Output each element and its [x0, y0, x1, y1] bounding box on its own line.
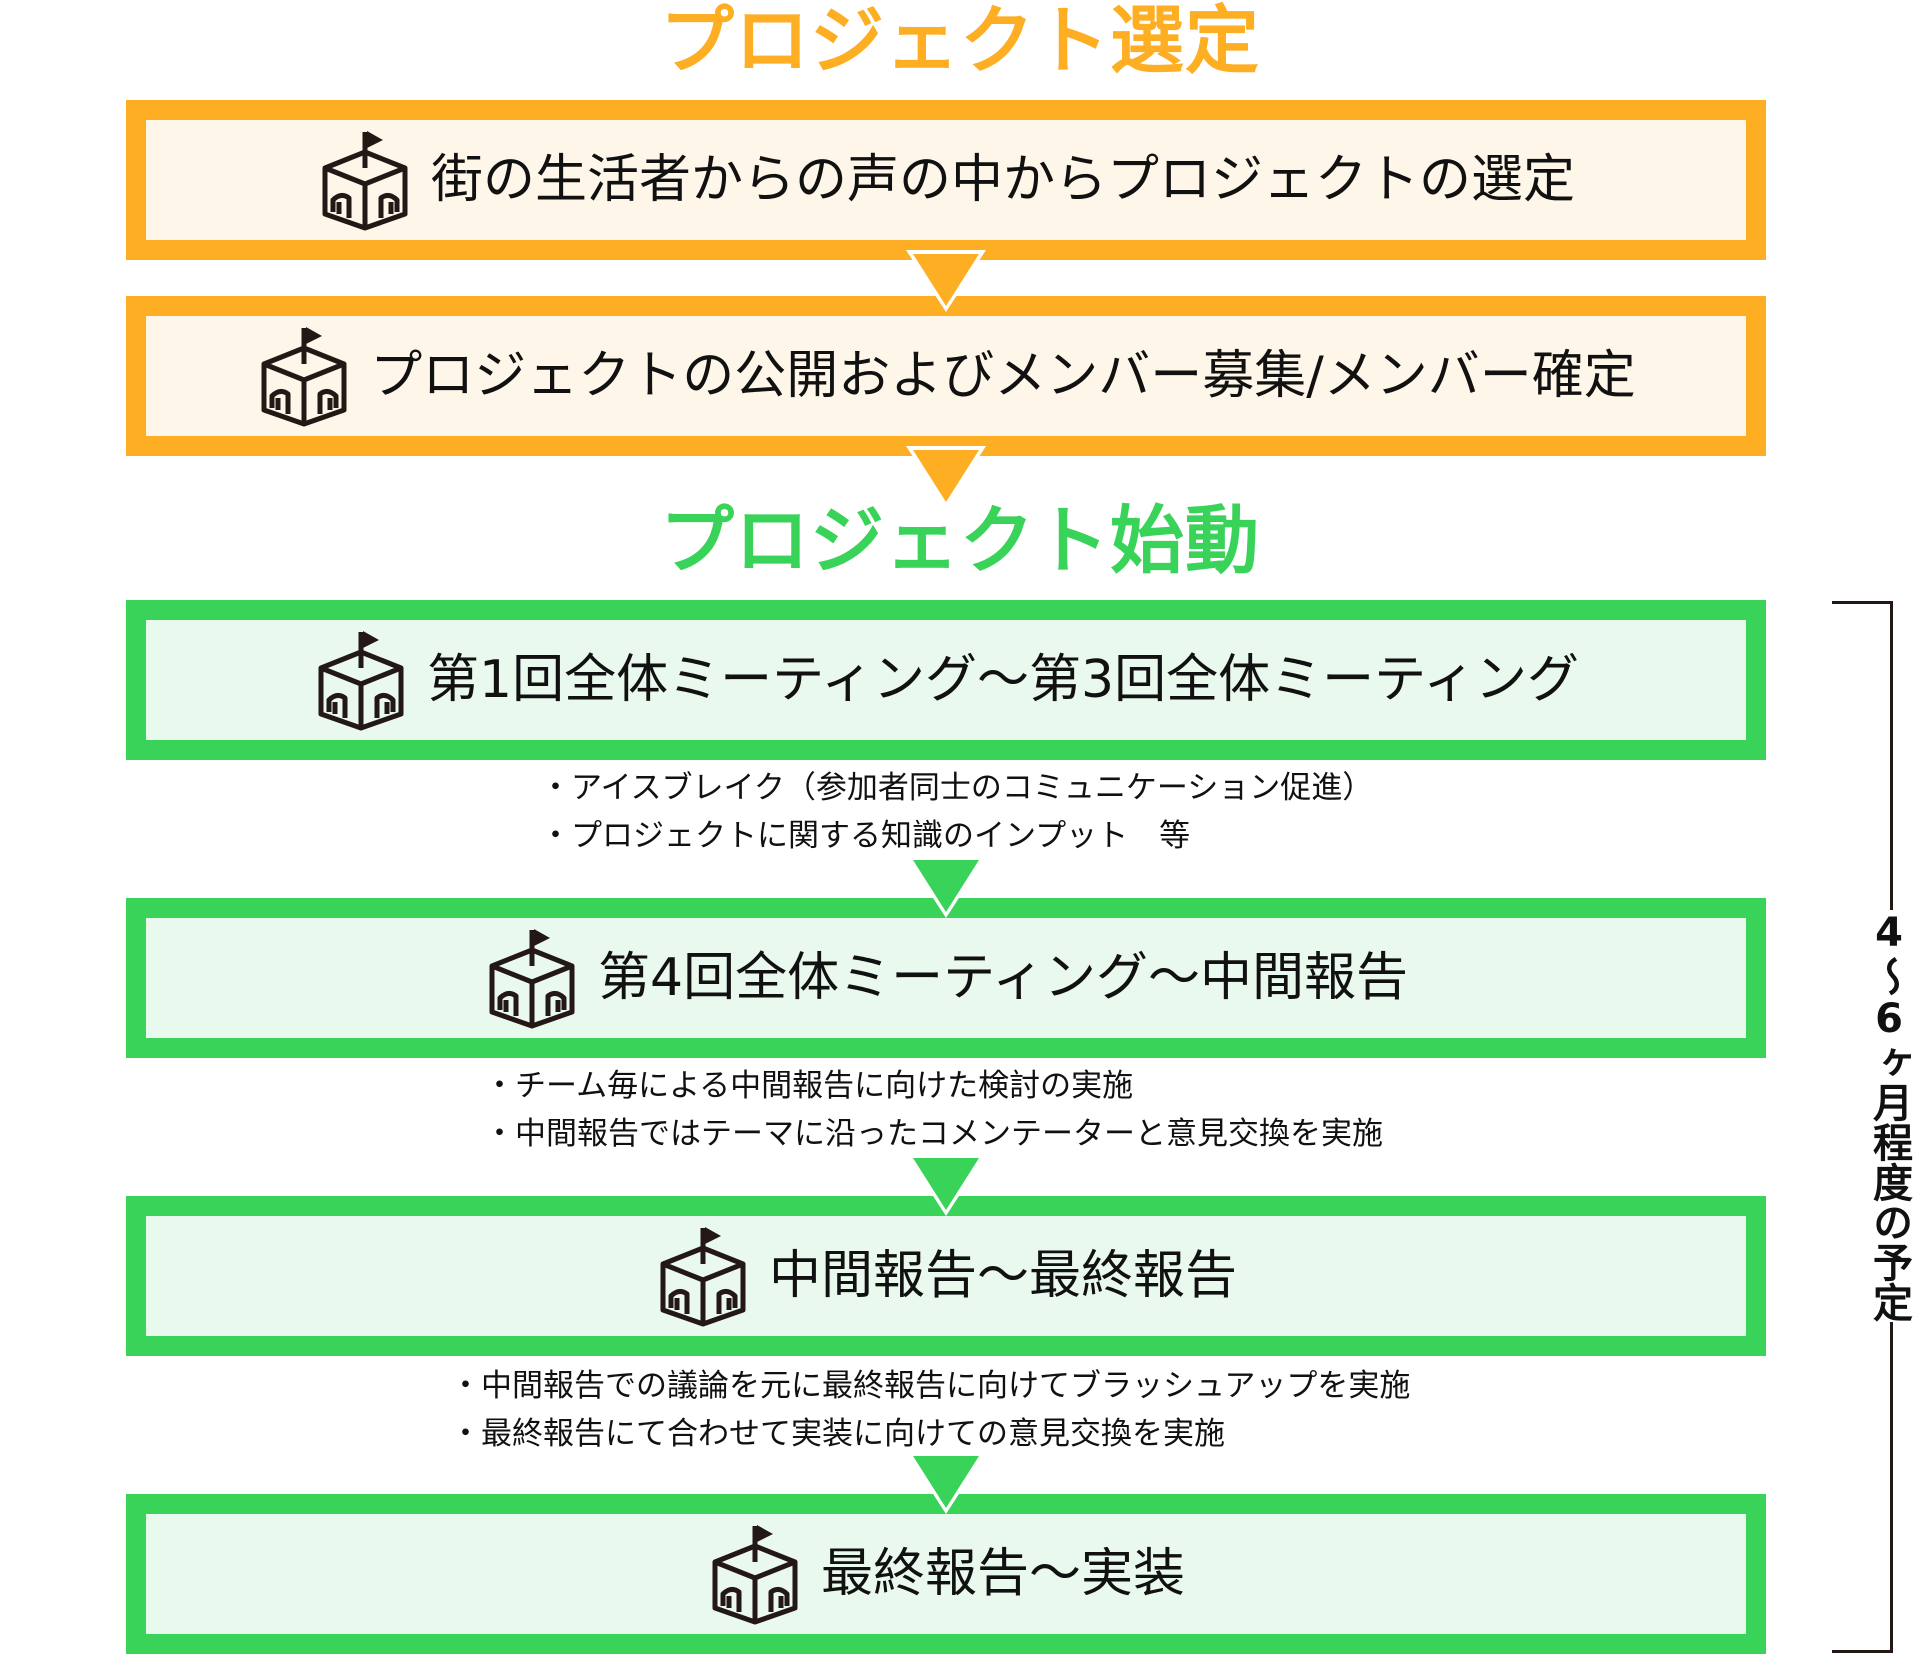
section-heading-project-start: プロジェクト始動	[660, 498, 1260, 584]
note-item: ・チーム毎による中間報告に向けた検討の実施	[484, 1068, 1134, 1104]
step-notes: ・中間報告での議論を元に最終報告に向けてブラッシュアップを実施 ・最終報告にて合…	[450, 1362, 1410, 1458]
school-building-flag-icon	[256, 324, 352, 428]
step-label: プロジェクトの公開およびメンバー募集/メンバー確定	[370, 346, 1636, 406]
school-building-flag-icon	[655, 1224, 751, 1328]
step-box-meeting-4-midterm: 第4回全体ミーティング〜中間報告	[126, 898, 1766, 1058]
step-box-final-implementation: 最終報告〜実装	[126, 1494, 1766, 1654]
timeline-duration-label: 4〜6ヶ月程度の予定	[1866, 910, 1912, 1322]
step-box-member-recruitment: プロジェクトの公開およびメンバー募集/メンバー確定	[126, 296, 1766, 456]
school-building-flag-icon	[707, 1522, 803, 1626]
note-item: ・中間報告ではテーマに沿ったコメンテーターと意見交換を実施	[484, 1116, 1383, 1152]
step-box-project-selection: 街の生活者からの声の中からプロジェクトの選定	[126, 100, 1766, 260]
step-label: 中間報告〜最終報告	[768, 1246, 1237, 1306]
section-heading-project-selection: プロジェクト選定	[660, 0, 1260, 84]
step-notes: ・アイスブレイク（参加者同士のコミュニケーション促進） ・プロジェクトに関する知…	[540, 764, 1373, 860]
note-item: ・アイスブレイク（参加者同士のコミュニケーション促進）	[540, 770, 1374, 806]
school-building-flag-icon	[317, 128, 413, 232]
note-item: ・最終報告にて合わせて実装に向けての意見交換を実施	[450, 1416, 1225, 1452]
step-box-meetings-1-3: 第1回全体ミーティング〜第3回全体ミーティング	[126, 600, 1766, 760]
step-label: 街の生活者からの声の中からプロジェクトの選定	[430, 150, 1575, 210]
step-notes: ・チーム毎による中間報告に向けた検討の実施 ・中間報告ではテーマに沿ったコメンテ…	[484, 1062, 1383, 1158]
step-box-midterm-final: 中間報告〜最終報告	[126, 1196, 1766, 1356]
step-label: 最終報告〜実装	[820, 1544, 1185, 1604]
step-label: 第1回全体ミーティング〜第3回全体ミーティング	[427, 650, 1579, 710]
school-building-flag-icon	[313, 628, 409, 732]
note-item: ・中間報告での議論を元に最終報告に向けてブラッシュアップを実施	[450, 1368, 1411, 1404]
step-label: 第4回全体ミーティング〜中間報告	[598, 948, 1408, 1008]
note-item: ・プロジェクトに関する知識のインプット 等	[540, 818, 1191, 854]
school-building-flag-icon	[484, 926, 580, 1030]
